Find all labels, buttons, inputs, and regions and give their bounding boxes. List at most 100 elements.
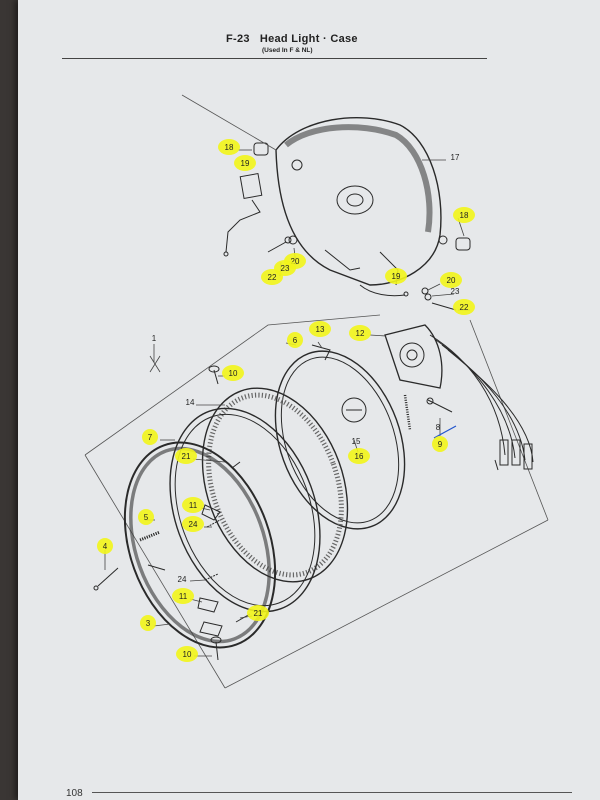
footer-rule bbox=[92, 792, 572, 793]
rubber-bushings bbox=[253, 142, 471, 251]
callout-number: 6 bbox=[293, 336, 298, 345]
callout-c11b: 11 bbox=[172, 588, 194, 604]
callout-number: 16 bbox=[355, 452, 364, 461]
callout-c22a: 22 bbox=[261, 269, 283, 285]
mount-bracket bbox=[223, 173, 263, 257]
callout-number: 4 bbox=[103, 542, 108, 551]
callout-c9: 9 bbox=[432, 436, 448, 452]
callout-number: 19 bbox=[392, 272, 401, 281]
bolt-set-right bbox=[421, 287, 457, 311]
callout-c21b: 21 bbox=[247, 605, 269, 621]
callout-c24b: 24 bbox=[178, 575, 187, 584]
callout-c12: 12 bbox=[349, 325, 371, 341]
callout-number: 21 bbox=[254, 609, 263, 618]
wiring-socket bbox=[384, 324, 534, 471]
callout-number: 18 bbox=[460, 211, 469, 220]
callout-c4: 4 bbox=[97, 538, 113, 554]
callout-c19a: 19 bbox=[234, 155, 256, 171]
callout-c13: 13 bbox=[309, 321, 331, 337]
callout-highlight bbox=[247, 605, 269, 621]
callout-highlight bbox=[432, 436, 448, 452]
callout-c17: 17 bbox=[451, 153, 460, 162]
callout-highlight bbox=[138, 509, 154, 525]
callout-number: 10 bbox=[229, 369, 238, 378]
callout-number: 19 bbox=[241, 159, 250, 168]
callout-highlight bbox=[453, 207, 475, 223]
callout-number: 22 bbox=[460, 303, 469, 312]
callout-highlight bbox=[261, 269, 283, 285]
callout-number: 11 bbox=[189, 501, 198, 510]
callout-number: 10 bbox=[183, 650, 192, 659]
callout-c21a: 21 bbox=[175, 448, 197, 464]
callout-number: 21 bbox=[182, 452, 191, 461]
callout-number: 13 bbox=[316, 325, 325, 334]
callout-highlight bbox=[222, 365, 244, 381]
callout-number: 5 bbox=[144, 513, 149, 522]
callout-number: 14 bbox=[186, 398, 195, 407]
callout-number: 20 bbox=[447, 276, 456, 285]
callout-c14: 14 bbox=[186, 398, 195, 407]
callout-number: 8 bbox=[436, 423, 441, 432]
callout-highlight bbox=[142, 429, 158, 445]
callout-highlight bbox=[440, 272, 462, 288]
callout-c10a: 10 bbox=[222, 365, 244, 381]
callout-c15: 15 bbox=[352, 437, 361, 446]
callout-highlight bbox=[234, 155, 256, 171]
callout-number: 20 bbox=[291, 257, 300, 266]
callout-c5: 5 bbox=[138, 509, 154, 525]
callout-number: 3 bbox=[146, 619, 151, 628]
callout-highlight bbox=[175, 448, 197, 464]
callout-c7: 7 bbox=[142, 429, 158, 445]
callout-highlight bbox=[309, 321, 331, 337]
headlight-case bbox=[275, 117, 448, 297]
callout-highlight bbox=[176, 646, 198, 662]
callout-c24a: 24 bbox=[182, 516, 204, 532]
page-number: 108 bbox=[66, 788, 83, 799]
callout-c18a: 18 bbox=[218, 139, 240, 155]
callout-c20b: 20 bbox=[440, 272, 462, 288]
callout-highlight bbox=[140, 615, 156, 631]
callout-highlight bbox=[349, 325, 371, 341]
mounting-ring bbox=[274, 344, 406, 530]
inner-rim bbox=[169, 407, 321, 613]
header-rule bbox=[62, 58, 487, 59]
callout-number: 7 bbox=[148, 433, 153, 442]
callout-highlight bbox=[182, 497, 204, 513]
callout-c16: 16 bbox=[348, 448, 370, 464]
callout-c8: 8 bbox=[436, 423, 441, 432]
callout-c3: 3 bbox=[140, 615, 156, 631]
callout-c22b: 22 bbox=[453, 299, 475, 315]
callout-c18b: 18 bbox=[453, 207, 475, 223]
callout-number: 24 bbox=[189, 520, 198, 529]
page-subtitle: (Used In F & NL) bbox=[262, 47, 313, 54]
callout-number: 23 bbox=[281, 264, 290, 273]
callout-c23b: 23 bbox=[451, 287, 460, 296]
callout-number: 12 bbox=[356, 329, 365, 338]
callout-c1: 1 bbox=[152, 334, 157, 343]
callout-highlight bbox=[97, 538, 113, 554]
callout-highlight bbox=[182, 516, 204, 532]
callout-c6: 6 bbox=[287, 332, 303, 348]
callout-highlight bbox=[172, 588, 194, 604]
callout-c10b: 10 bbox=[176, 646, 198, 662]
callout-highlight bbox=[453, 299, 475, 315]
fasteners bbox=[93, 365, 251, 661]
adjuster-spring bbox=[403, 394, 453, 431]
callout-number: 17 bbox=[451, 153, 460, 162]
callout-highlight bbox=[218, 139, 240, 155]
outer-rim bbox=[123, 441, 277, 649]
callout-number: 18 bbox=[225, 143, 234, 152]
callout-number: 23 bbox=[451, 287, 460, 296]
callout-number: 11 bbox=[179, 592, 188, 601]
callout-number: 9 bbox=[438, 440, 443, 449]
callout-highlight bbox=[348, 448, 370, 464]
callout-number: 22 bbox=[268, 273, 277, 282]
callout-number: 1 bbox=[152, 334, 157, 343]
callout-c11a: 11 bbox=[182, 497, 204, 513]
callout-c19b: 19 bbox=[385, 268, 407, 284]
exploded-boundary bbox=[84, 94, 549, 689]
callout-number: 15 bbox=[352, 437, 361, 446]
